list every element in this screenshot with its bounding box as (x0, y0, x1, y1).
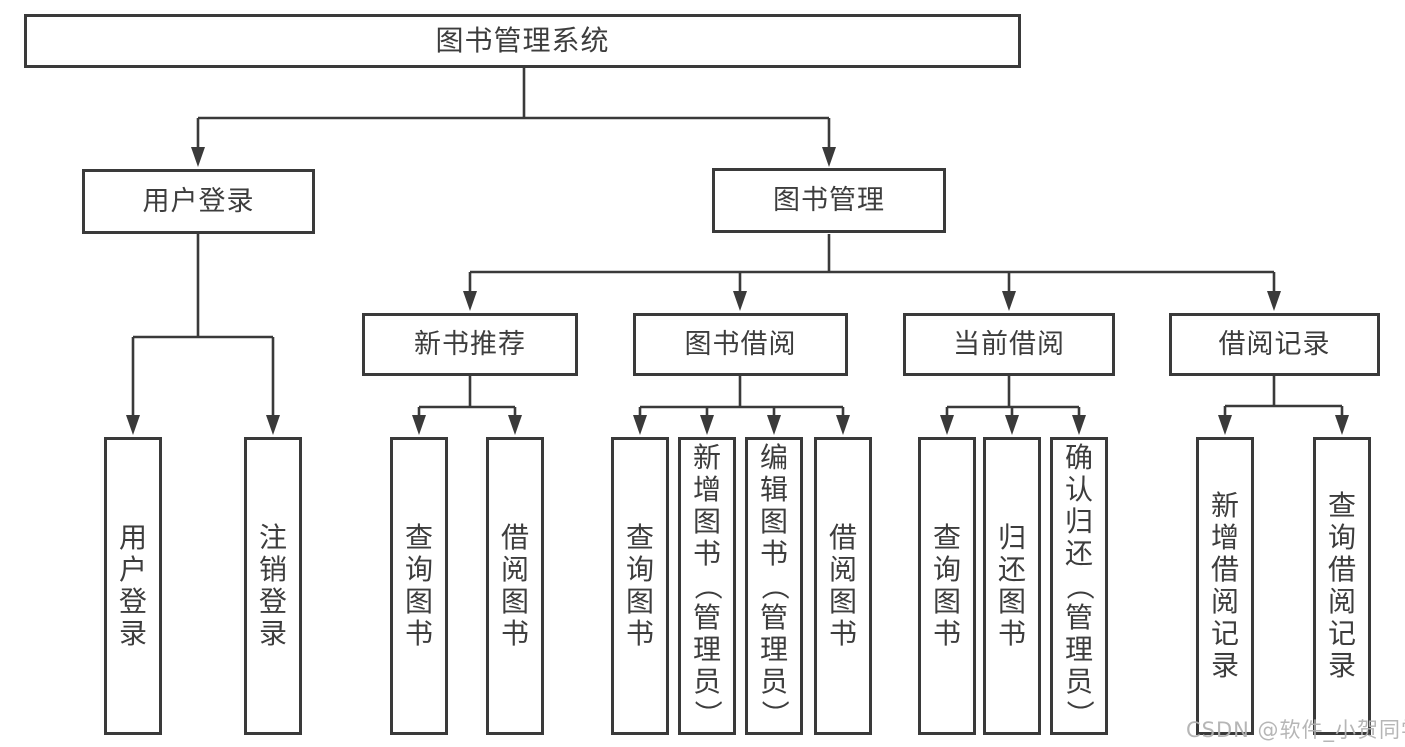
leaf-add-borrow-record-label: 新增借阅记录 (1210, 489, 1239, 682)
connector-current (945, 376, 1081, 419)
leaf-user-login-label: 用户登录 (118, 521, 147, 650)
leaf-query-borrow-record-label: 查询借阅记录 (1327, 489, 1356, 682)
section-new-books-label: 新书推荐 (414, 329, 526, 360)
leaf-confirm-return-admin: 确认归还（管理员） (1050, 437, 1108, 735)
leaf-add-borrow-record: 新增借阅记录 (1196, 437, 1254, 735)
leaf-query-borrow-record: 查询借阅记录 (1313, 437, 1371, 735)
arrowheads (126, 147, 1349, 435)
leaf-confirm-return-admin-label: 确认归还（管理员） (1063, 441, 1096, 729)
node-user-login: 用户登录 (82, 169, 315, 234)
leaf-borrow-books-recommend-label: 借阅图书 (500, 521, 529, 650)
leaf-return-book: 归还图书 (983, 437, 1041, 735)
connector-user-login (131, 234, 275, 418)
connector-records (1223, 376, 1344, 419)
leaf-borrow-books-recommend: 借阅图书 (486, 437, 544, 735)
leaf-query-books-borrow-label: 查询图书 (625, 521, 654, 650)
connector-root (196, 68, 831, 150)
leaf-logout-label: 注销登录 (258, 521, 287, 650)
leaf-borrow-books: 借阅图书 (814, 437, 872, 735)
connector-borrow (638, 376, 845, 419)
leaf-query-books-recommend: 查询图书 (390, 437, 448, 735)
section-book-borrow: 图书借阅 (633, 313, 848, 376)
leaf-borrow-books-label: 借阅图书 (828, 521, 857, 650)
leaf-edit-book-admin-label: 编辑图书（管理员） (758, 441, 791, 729)
node-book-mgmt-label: 图书管理 (773, 185, 885, 216)
connector-new-books (417, 376, 517, 419)
section-new-books: 新书推荐 (362, 313, 578, 376)
section-current-borrow-label: 当前借阅 (953, 329, 1065, 360)
node-book-mgmt: 图书管理 (712, 168, 946, 233)
leaf-add-book-admin: 新增图书（管理员） (678, 437, 736, 735)
node-root: 图书管理系统 (24, 14, 1021, 68)
csdn-watermark: CSDN @软件_小贺同学 (1186, 718, 1405, 742)
leaf-logout: 注销登录 (244, 437, 302, 735)
leaf-return-book-label: 归还图书 (997, 521, 1026, 650)
section-borrow-records: 借阅记录 (1169, 313, 1380, 376)
node-user-login-label: 用户登录 (142, 186, 255, 217)
node-root-label: 图书管理系统 (435, 24, 610, 57)
leaf-query-books-borrow: 查询图书 (611, 437, 669, 735)
leaf-user-login: 用户登录 (104, 437, 162, 735)
section-book-borrow-label: 图书借阅 (684, 329, 797, 360)
leaf-query-books-recommend-label: 查询图书 (404, 521, 433, 650)
connector-book-mgmt (468, 234, 1276, 294)
leaf-add-book-admin-label: 新增图书（管理员） (691, 441, 724, 729)
connector-lines (131, 68, 1344, 419)
leaf-query-books-current-label: 查询图书 (932, 521, 961, 650)
section-borrow-records-label: 借阅记录 (1218, 329, 1331, 360)
leaf-query-books-current: 查询图书 (918, 437, 976, 735)
section-current-borrow: 当前借阅 (903, 313, 1115, 376)
leaf-edit-book-admin: 编辑图书（管理员） (745, 437, 803, 735)
